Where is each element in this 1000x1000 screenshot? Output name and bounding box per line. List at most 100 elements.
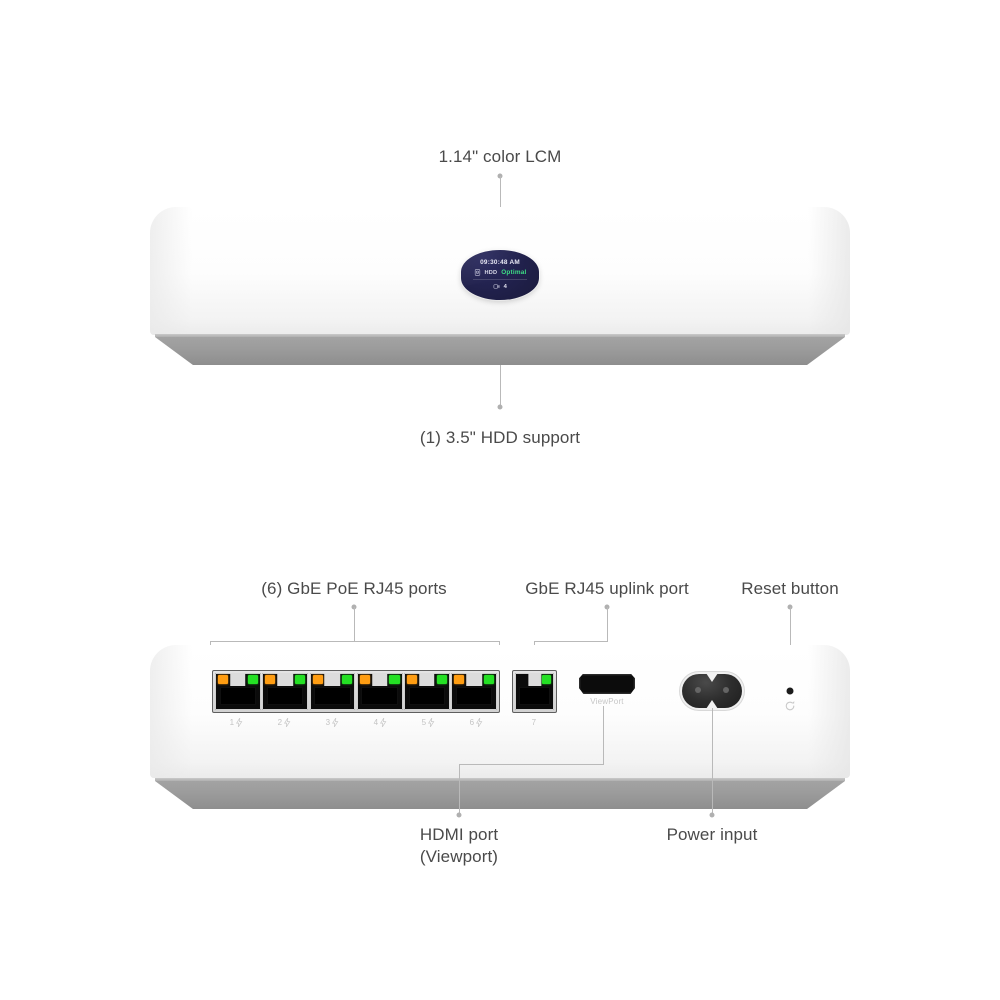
lcm-storage-label: HDD	[484, 269, 498, 276]
port-led-orange	[312, 675, 323, 684]
poe-port-bank	[212, 670, 500, 713]
poe-leader-bracket	[210, 641, 499, 642]
rj45-cavity	[518, 687, 551, 705]
rj45-port-2[interactable]	[262, 673, 308, 710]
power-pin-right	[722, 686, 729, 693]
port-caption-6: 6	[470, 718, 483, 727]
rj45-port-5[interactable]	[404, 673, 450, 710]
rj45-cavity	[266, 687, 304, 705]
port-caption-5: 5	[422, 718, 435, 727]
power-pin-left	[695, 686, 702, 693]
power-leader-line	[712, 708, 713, 815]
hdmi-callout-line-2: (Viewport)	[419, 847, 499, 867]
rj45-port-4[interactable]	[356, 673, 403, 710]
hdmi-port-icon[interactable]	[579, 674, 635, 694]
port-led-orange	[407, 675, 418, 684]
poe-bolt-icon	[427, 718, 435, 727]
lcm-storage-row: HDD Optimal	[461, 269, 539, 276]
hard-drive-icon	[474, 269, 480, 277]
port-led-orange	[359, 675, 370, 684]
port-led-green	[436, 675, 447, 684]
front-chassis-body	[150, 207, 850, 335]
rj45-notch	[371, 673, 388, 686]
lcm-storage-status: Optimal	[501, 269, 527, 277]
port-number-4: 4	[373, 718, 379, 727]
port-number-3: 3	[325, 718, 331, 727]
uplink-leader-stem	[607, 607, 608, 641]
port-led-green	[342, 675, 353, 684]
poe-bolt-icon	[235, 718, 243, 727]
hdd-callout-dot	[497, 404, 503, 410]
hdmi-leader-drop	[459, 764, 460, 815]
front-base	[155, 337, 845, 365]
port-led-orange	[265, 675, 276, 684]
hdmi-callout-line-1: HDMI port	[419, 825, 499, 844]
rj45-notch	[324, 673, 341, 686]
port-caption-4: 4	[374, 718, 387, 727]
hdmi-port-callout-label: HDMI port (Viewport)	[420, 824, 498, 869]
rj45-cavity	[314, 687, 351, 705]
hdd-leader-line	[500, 365, 501, 407]
hdmi-leader-stem	[603, 706, 604, 764]
port-caption-2: 2	[278, 718, 291, 727]
port-led-orange	[218, 675, 229, 684]
hdmi-silkscreen-label: ViewPort	[590, 697, 624, 706]
front-base-lip	[155, 334, 845, 337]
power-pinch-top	[706, 673, 718, 682]
poe-bolt-icon	[331, 718, 339, 727]
poe-bolt-icon	[283, 718, 291, 727]
port-led-green	[247, 675, 258, 684]
rj45-port-6[interactable]	[451, 673, 497, 710]
uplink-port-callout-label: GbE RJ45 uplink port	[525, 579, 689, 598]
port-number-5: 5	[421, 718, 427, 727]
rj45-cavity	[361, 687, 398, 705]
front-chassis	[150, 207, 850, 352]
port-led-orange	[454, 675, 465, 684]
rear-base	[155, 781, 845, 809]
power-input-callout-label: Power input	[666, 825, 758, 844]
camera-icon	[493, 284, 500, 289]
rj45-cavity	[455, 687, 493, 705]
reset-button-callout-label: Reset button	[741, 579, 839, 598]
hdmi-callout-dot	[456, 812, 462, 818]
rj45-notch	[230, 673, 246, 686]
lcm-camera-row: 4	[493, 283, 507, 290]
port-caption-3: 3	[326, 718, 339, 727]
uplink-leader-bracket	[534, 641, 608, 642]
port-number-1: 1	[229, 718, 235, 727]
rear-chassis	[150, 645, 850, 795]
poe-leader-stem	[354, 607, 355, 641]
rj45-notch	[277, 673, 293, 686]
port-caption-1: 1	[230, 718, 243, 727]
port-number-2: 2	[277, 718, 283, 727]
lcm-display[interactable]: 09:30:48 AM HDD Optimal 4	[461, 250, 539, 300]
lcm-divider	[472, 279, 528, 281]
hdd-callout-label: (1) 3.5" HDD support	[419, 428, 581, 447]
power-pinch-bottom	[706, 700, 718, 709]
rj45-notch	[419, 673, 435, 686]
rj45-cavity	[219, 687, 257, 705]
power-inlet-icon[interactable]	[682, 673, 742, 709]
power-callout-dot	[709, 812, 715, 818]
port-number-7: 7	[531, 718, 537, 727]
poe-bolt-icon	[475, 718, 483, 727]
lcm-callout-label: 1.14" color LCM	[438, 147, 562, 166]
port-led-green	[483, 675, 494, 684]
reset-arrow-icon	[785, 701, 795, 711]
rj45-notch	[527, 673, 542, 686]
rj45-port-3[interactable]	[309, 673, 356, 710]
port-number-6: 6	[469, 718, 475, 727]
poe-ports-callout-label: (6) GbE PoE RJ45 ports	[261, 579, 447, 598]
rj45-port-1[interactable]	[215, 673, 261, 710]
rj45-port-7[interactable]	[515, 673, 554, 710]
port-caption-7: 7	[532, 718, 537, 727]
port-led-green	[294, 675, 305, 684]
hdmi-leader-bend	[459, 764, 604, 765]
rj45-cavity	[408, 687, 446, 705]
poe-bolt-icon	[379, 718, 387, 727]
uplink-port-housing	[512, 670, 557, 713]
rj45-notch	[466, 673, 482, 686]
port-led-green	[542, 675, 551, 684]
reset-pinhole[interactable]	[786, 687, 794, 695]
